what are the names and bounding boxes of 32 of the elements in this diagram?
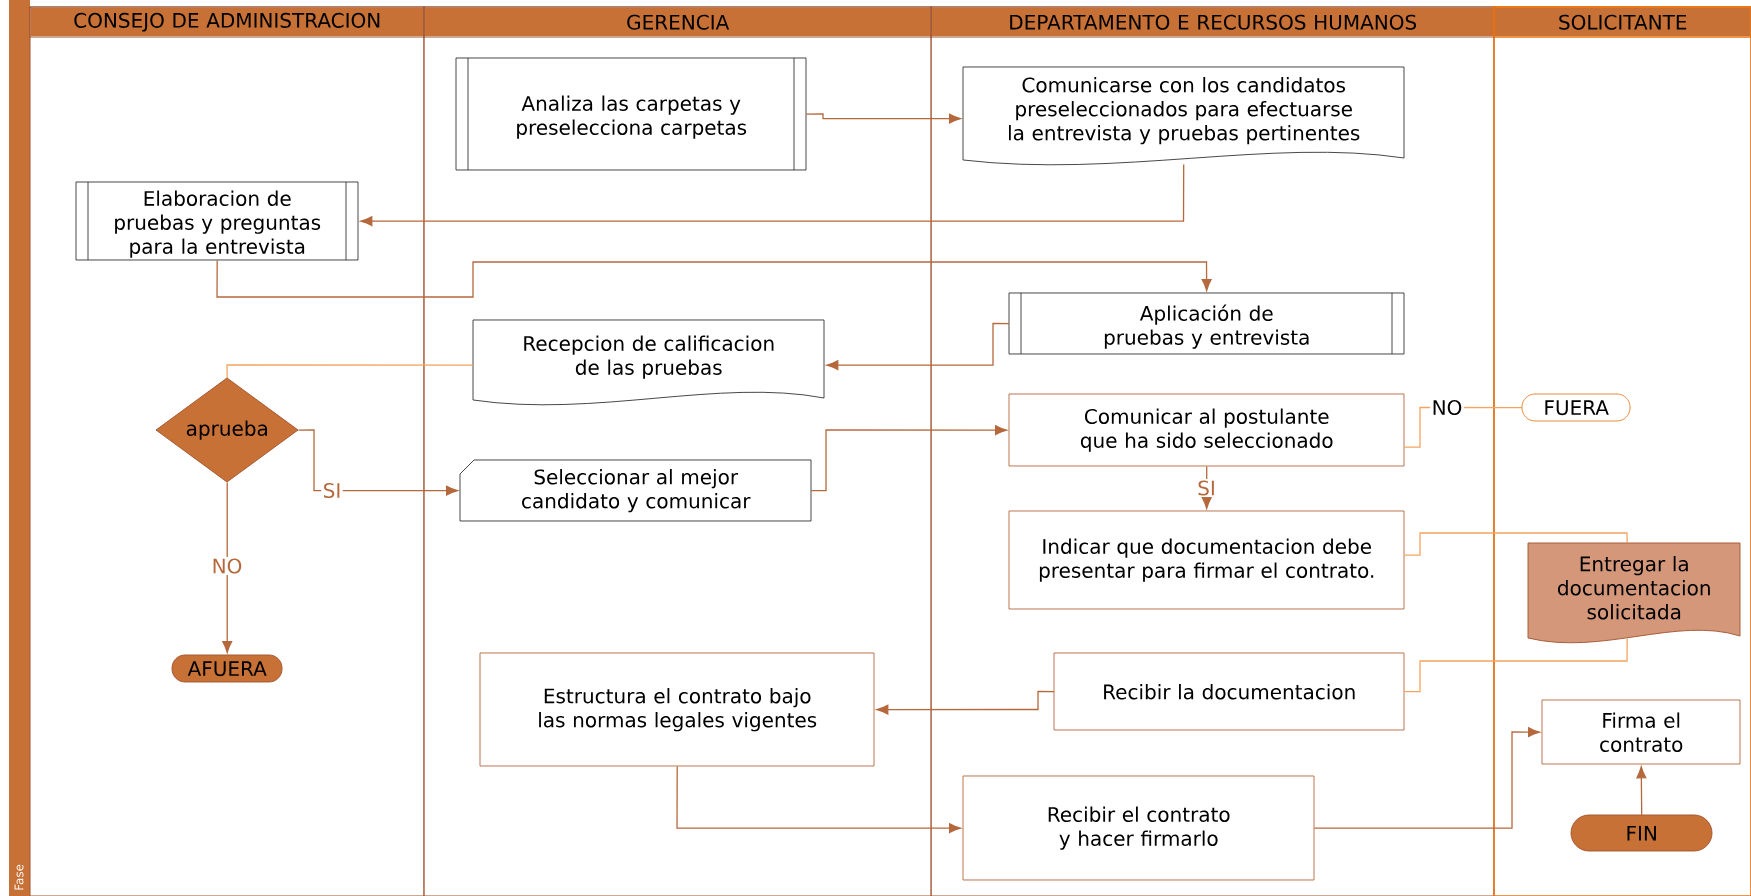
arrow — [826, 322, 1010, 371]
arrow — [1201, 465, 1212, 510]
connector — [226, 364, 474, 379]
terminator: FIN — [1570, 814, 1713, 852]
terminator: FUERA — [1521, 393, 1631, 422]
arrow — [1313, 727, 1541, 829]
process-box: Analiza las carpetas y preselecciona carpetas — [455, 57, 807, 171]
arrow — [216, 259, 1212, 298]
process-box: Firma el contrato — [1541, 699, 1741, 765]
process-box: Recibir la documentacion — [1053, 652, 1405, 731]
terminator: AFUERA — [171, 654, 283, 683]
arrow — [360, 163, 1185, 227]
arrow — [805, 113, 962, 124]
connector — [1403, 637, 1628, 693]
connector — [1403, 532, 1628, 556]
arrow — [297, 429, 459, 496]
process-box: Comunicar al postulante que ha sido seleccionado — [1008, 393, 1405, 467]
process-box: Estructura el contrato bajo las normas legales vigentes — [479, 652, 875, 767]
arrow — [222, 481, 233, 654]
edge-label: NO — [1430, 398, 1464, 417]
process-box: Recibir el contrato y hacer firmarlo — [962, 775, 1315, 881]
arrow — [876, 690, 1055, 715]
process-box: Aplicación de pruebas y entrevista — [1008, 292, 1405, 355]
arrow — [810, 425, 1008, 492]
arrow — [1636, 766, 1647, 816]
edge-label: NO — [210, 556, 244, 576]
process-box: Elaboracion de pruebas y preguntas para la entrevista — [75, 181, 359, 261]
arrow — [676, 765, 962, 834]
process-box: Indicar que documentacion debe presentar para firmar el contrato. — [1008, 510, 1405, 610]
edge-label: SI — [321, 481, 343, 500]
edge-label: SI — [1195, 478, 1218, 498]
band-label: Fase — [14, 864, 24, 890]
